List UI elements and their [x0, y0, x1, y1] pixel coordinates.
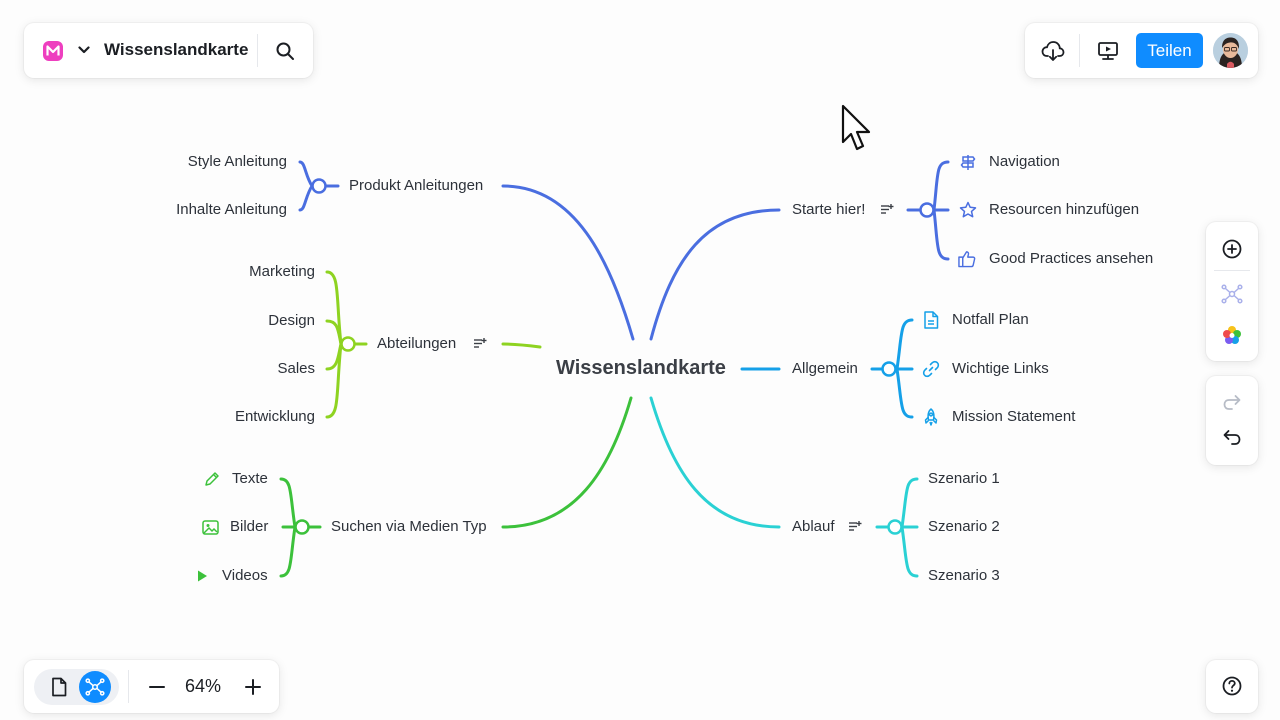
color-palette-icon — [1221, 324, 1243, 346]
note-icon[interactable] — [848, 521, 862, 533]
image-icon — [201, 518, 219, 536]
pencil-icon — [203, 470, 221, 488]
thumbs-up-icon — [958, 250, 976, 268]
help-panel — [1206, 660, 1258, 713]
note-icon[interactable] — [473, 338, 487, 350]
node-mission-statement[interactable]: Mission Statement — [952, 408, 1075, 426]
color-palette-button[interactable] — [1217, 320, 1247, 350]
node-notfall-plan[interactable]: Notfall Plan — [952, 311, 1029, 329]
hub-ablauf — [889, 521, 902, 534]
divider — [128, 670, 129, 703]
node-good-practices-ansehen[interactable]: Good Practices ansehen — [989, 250, 1153, 268]
search-icon — [275, 41, 295, 61]
cloud-download-icon — [1041, 40, 1065, 62]
collaboration-panel: Teilen — [1025, 23, 1258, 78]
zoom-level[interactable]: 64% — [185, 676, 221, 697]
node-starte-hier[interactable]: Starte hier! — [792, 201, 865, 219]
chevron-down-icon[interactable] — [76, 42, 92, 58]
minus-icon — [148, 678, 166, 696]
connector-suchen — [503, 398, 631, 527]
node-abteilungen[interactable]: Abteilungen — [377, 335, 456, 353]
link-icon — [922, 360, 940, 378]
node-style-anleitung[interactable]: Style Anleitung — [160, 153, 287, 171]
document-view-button[interactable] — [44, 672, 74, 702]
divider — [1214, 270, 1250, 271]
play-icon — [193, 567, 211, 585]
hub-produkt — [313, 180, 326, 193]
presentation-icon — [1097, 40, 1119, 62]
mindmap-button[interactable] — [1217, 279, 1247, 309]
help-icon — [1221, 675, 1243, 697]
hub-allgemein — [883, 363, 896, 376]
document-icon — [922, 311, 940, 329]
plus-icon — [244, 678, 262, 696]
view-zoom-panel: 64% — [24, 660, 279, 713]
node-produkt-anleitungen[interactable]: Produkt Anleitungen — [349, 177, 483, 195]
export-button[interactable] — [1038, 36, 1068, 66]
zoom-out-button[interactable] — [142, 672, 172, 702]
user-avatar[interactable] — [1213, 33, 1248, 68]
node-texte[interactable]: Texte — [232, 470, 268, 488]
redo-button[interactable] — [1217, 387, 1247, 417]
node-design[interactable]: Design — [200, 312, 315, 330]
signpost-icon — [959, 153, 977, 171]
divider — [1079, 34, 1080, 67]
node-szenario-1[interactable]: Szenario 1 — [928, 470, 1000, 488]
node-ablauf[interactable]: Ablauf — [792, 518, 835, 536]
connector-abteilungen — [503, 344, 540, 347]
history-toolbar — [1206, 376, 1258, 465]
star-icon — [959, 201, 977, 219]
node-inhalte-anleitung[interactable]: Inhalte Anleitung — [150, 201, 287, 219]
node-bilder[interactable]: Bilder — [230, 518, 268, 536]
connector-ablauf — [651, 398, 779, 527]
mindmap-icon — [1221, 284, 1243, 304]
mindmap-view-button[interactable] — [79, 671, 111, 703]
right-toolbar — [1206, 222, 1258, 361]
help-button[interactable] — [1217, 671, 1247, 701]
share-button[interactable]: Teilen — [1136, 33, 1203, 68]
node-szenario-3[interactable]: Szenario 3 — [928, 567, 1000, 585]
node-allgemein[interactable]: Allgemein — [792, 360, 858, 378]
hub-suchen — [296, 521, 309, 534]
add-button[interactable] — [1217, 234, 1247, 264]
zoom-in-button[interactable] — [238, 672, 268, 702]
add-circle-icon — [1221, 238, 1243, 260]
hub-starte — [921, 204, 934, 217]
hub-abteilungen — [342, 338, 355, 351]
mouse-cursor-icon — [841, 104, 875, 154]
redo-icon — [1222, 393, 1242, 411]
search-button[interactable] — [270, 36, 300, 66]
node-resourcen-hinzufuegen[interactable]: Resourcen hinzufügen — [989, 201, 1139, 219]
page-icon — [50, 677, 68, 697]
undo-icon — [1222, 428, 1242, 446]
divider — [257, 34, 258, 67]
connector-starte — [651, 210, 779, 339]
node-sales[interactable]: Sales — [200, 360, 315, 378]
node-wichtige-links[interactable]: Wichtige Links — [952, 360, 1049, 378]
node-suchen-via-medien-typ[interactable]: Suchen via Medien Typ — [331, 518, 487, 536]
rocket-icon — [922, 408, 940, 426]
node-szenario-2[interactable]: Szenario 2 — [928, 518, 1000, 536]
node-marketing[interactable]: Marketing — [200, 263, 315, 281]
mindmap-icon — [85, 678, 105, 696]
connector-produkt — [503, 186, 633, 339]
node-navigation[interactable]: Navigation — [989, 153, 1060, 171]
mindmap-center-node[interactable]: Wissenslandkarte — [556, 357, 726, 380]
board-title[interactable]: Wissenslandkarte — [104, 40, 248, 60]
miro-logo-icon[interactable] — [42, 40, 64, 62]
node-videos[interactable]: Videos — [222, 567, 268, 585]
present-button[interactable] — [1093, 36, 1123, 66]
note-icon[interactable] — [880, 204, 894, 216]
node-entwicklung[interactable]: Entwicklung — [200, 408, 315, 426]
board-header-panel: Wissenslandkarte — [24, 23, 313, 78]
undo-button[interactable] — [1217, 422, 1247, 452]
